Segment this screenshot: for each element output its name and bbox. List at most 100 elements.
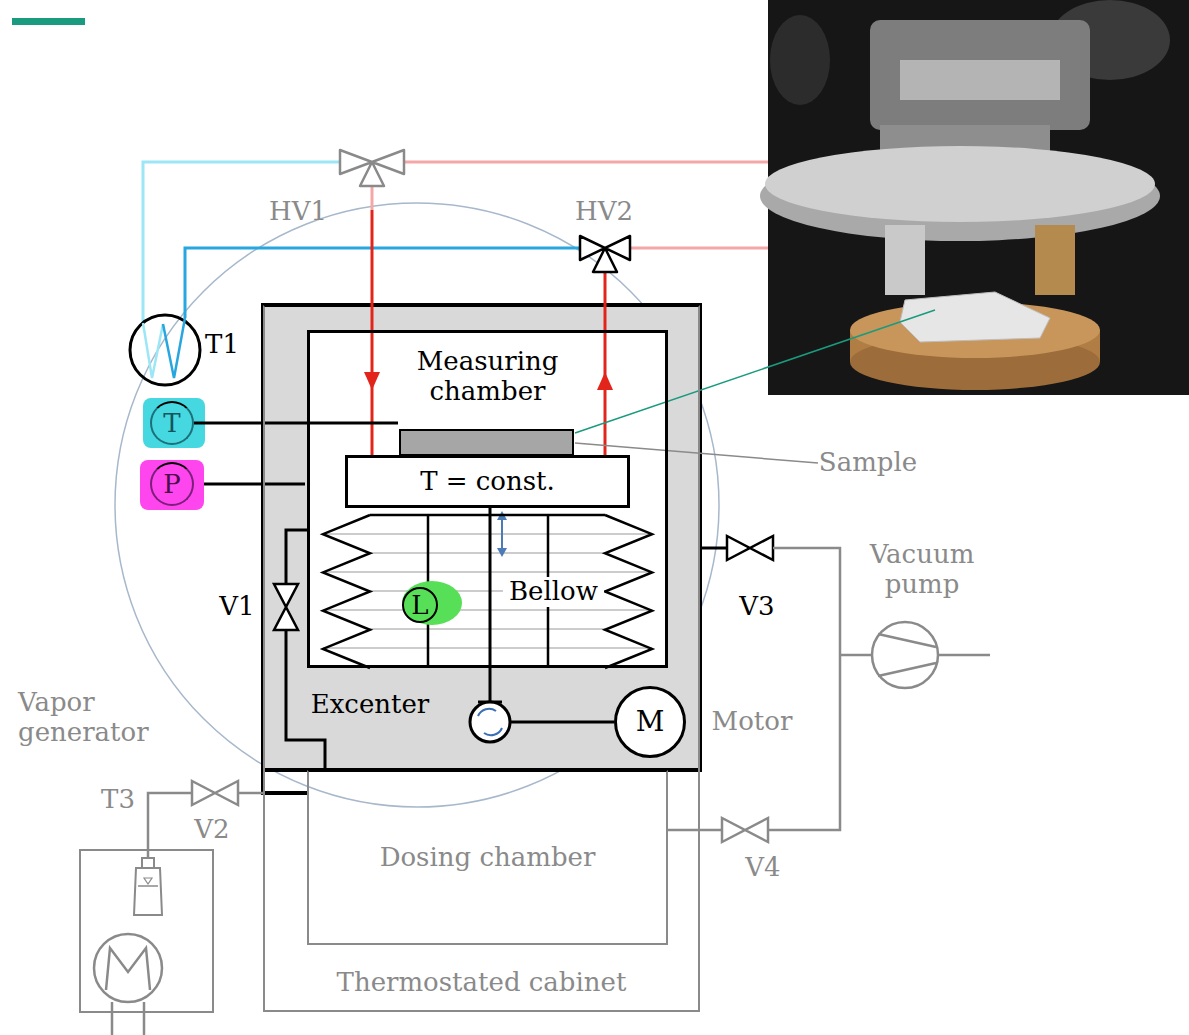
node-text: Measuring chamber [388,347,588,407]
motor-symbol: M [614,686,686,758]
photo-flange-top [765,146,1155,222]
node-text: P [163,471,181,497]
push-rod [489,508,492,702]
label-anchor: Motor [712,707,793,737]
node-text: Bellow [503,577,604,607]
photo-clamp [870,20,1090,130]
label-anchor: V4 [745,853,780,883]
valve-symbol [727,536,773,560]
valve-label: V4 [745,853,780,883]
cold-line [143,162,340,323]
vapor-line [148,793,263,858]
photo-knob [770,15,830,105]
bellow: BellowL [323,515,652,668]
pump-symbol-lines [878,634,936,676]
label-anchor: T1 [205,330,239,360]
label-anchor: T3 [101,785,135,815]
bottle [134,868,162,915]
sensor-wire [194,422,307,425]
valve-label: V3 [739,592,774,622]
bypass-line [286,530,325,770]
heat-exchanger [130,315,200,385]
level-highlight [402,581,462,625]
bottle-neck [142,858,154,868]
housing-wall [263,770,307,793]
label-anchor: Excenter [311,690,430,720]
part-label: Vapor generator [18,688,193,748]
valve-symbol [192,781,238,805]
part-label: Excenter [311,690,430,720]
photo-clamp-ring [900,60,1060,100]
label-anchor: Vapor generator [18,688,193,748]
level-sensor: L [402,587,438,623]
part-label: Sample [819,448,917,478]
vacuum-housing [263,305,700,770]
label-anchor: Vacuum pump [847,540,997,600]
photo-sample [900,292,1050,342]
hot-line [371,186,374,210]
hot-line [630,247,768,250]
sample-leader [575,443,818,463]
sensor-wire [307,422,398,425]
plate-ground [345,455,630,508]
node-text: Dosing chamber [380,843,596,873]
label-anchor: HV1 [269,197,327,227]
thermostated-cabinet: Thermostated cabinet Measuring chamber T =… [263,305,700,1012]
label-anchor: V1 [219,592,254,622]
label-anchor: V3 [739,592,774,622]
valve-label: HV1 [269,197,327,227]
rotation-arrows [478,709,502,735]
photo-leader [575,310,935,433]
valve-label: HV2 [575,197,633,227]
bellow-folds [323,534,652,648]
label-anchor: Sample [819,448,917,478]
valve-symbol [722,818,768,842]
sensor-highlight [140,460,204,510]
node-text: L [411,592,428,618]
temperature-sensor: T [150,401,194,445]
node-text: T = const. [420,467,555,497]
label-anchor: V2 [194,815,229,845]
valve-label: V1 [219,592,254,622]
hot-line [604,272,607,455]
drive-shaft [510,721,614,724]
stroke-arrowheads [497,511,507,557]
excenter-symbol [470,702,510,742]
connector-group [194,423,307,424]
flow-arrowhead [364,372,380,390]
level-mark [144,878,152,884]
chamber-ground [307,330,668,668]
pump-symbol [872,622,938,688]
exchanger-coil [143,323,163,378]
part-label: Motor [712,707,793,737]
vacuum-line [700,547,727,550]
liquid-level [138,885,158,887]
three-way-valve [580,236,630,272]
accent-bar [12,18,85,25]
motor-leads [112,1002,144,1035]
magnifier-circle [115,203,719,807]
stirrer-motor [94,934,162,1002]
photo-fitting [1035,225,1075,295]
stroke-arrow [501,518,503,550]
motor-mark [106,948,150,990]
sample-plate [400,430,573,455]
three-way-valve [340,150,404,186]
flow-arrowhead [597,372,613,390]
exchanger-coil [163,318,185,378]
part-label: Vacuum pump [847,540,997,600]
heat-exchanger-label: T1 [205,330,239,360]
label-anchor: HV2 [575,197,633,227]
vapor-generator-box [80,850,213,1012]
node-text: M [636,708,665,736]
dosing-chamber: Dosing chamber [307,770,668,945]
temperature-plate: T = const. [345,455,630,508]
node-text: Thermostated cabinet [337,968,627,998]
measuring-chamber: Measuring chamber T = const. BellowL [307,330,668,668]
bellow-outline-path [323,515,652,668]
thermostat-label: T3 [101,785,135,815]
